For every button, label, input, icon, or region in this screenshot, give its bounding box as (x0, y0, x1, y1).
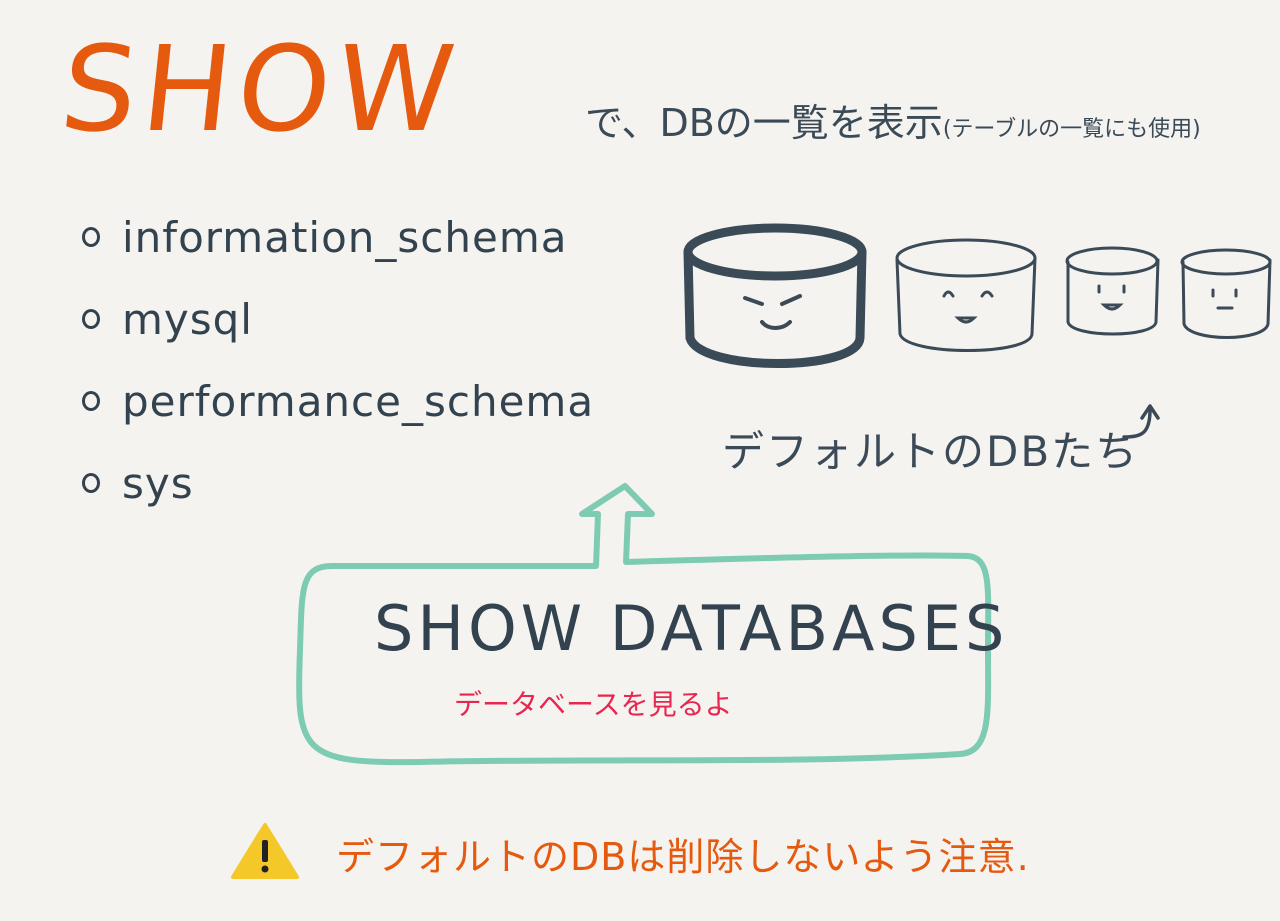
database-name: mysql (122, 294, 253, 344)
database-list: information_schema mysql performance_sch… (82, 196, 594, 524)
pointer-arrow-icon (1122, 404, 1160, 439)
warning-icon (231, 823, 299, 879)
default-db-label: デフォルトのDBたち (722, 427, 1140, 476)
subtitle: で、DBの一覧を表示(テーブルの一覧にも使用) (585, 92, 1201, 147)
command-text: SHOW DATABASES (374, 592, 1009, 665)
subtitle-note: (テーブルの一覧にも使用) (942, 117, 1201, 142)
list-item: mysql (82, 278, 594, 360)
warning-text: デフォルトのDBは削除しないよう注意. (336, 835, 1030, 879)
bullet-icon (82, 391, 100, 411)
list-item: sys (82, 442, 594, 524)
bullet-icon (82, 309, 100, 329)
subtitle-main: で、DBの一覧を表示 (585, 101, 943, 145)
bullet-icon (82, 473, 100, 493)
command-note: データベースを見るよ (454, 688, 733, 721)
database-cylinder-icon (1065, 246, 1160, 336)
database-name: sys (122, 458, 194, 508)
list-item: information_schema (82, 196, 594, 278)
list-item: performance_schema (82, 360, 594, 442)
command-box (296, 483, 992, 766)
bullet-icon (82, 227, 100, 247)
database-cylinder-icon (1180, 248, 1272, 339)
database-cylinder-icon (683, 223, 867, 368)
database-name: performance_schema (122, 376, 595, 426)
database-name: information_schema (122, 212, 568, 262)
database-cylinder-icon (895, 238, 1037, 352)
